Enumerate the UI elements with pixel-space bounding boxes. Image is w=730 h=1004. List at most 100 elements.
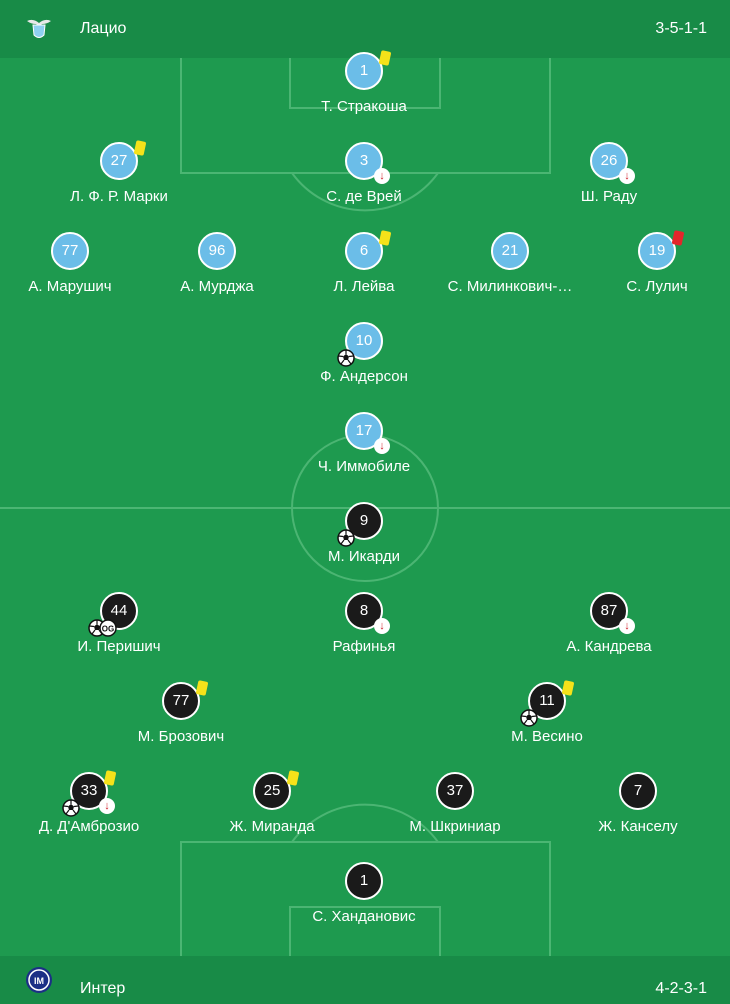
player-number[interactable]: 77 [51,232,89,270]
svg-text:OG: OG [102,625,114,634]
away-team-name: Интер [80,980,126,997]
player-name: Т. Стракоша [321,98,407,115]
player-number-text: 8 [359,602,369,619]
player-name: А. Мурджа [180,278,254,295]
player-number-text: 6 [359,242,369,259]
player-away-1[interactable]: 1 С. Хандановиc [289,862,439,925]
soccer-ball-icon [337,526,355,547]
inter-logo-icon: IM [26,967,52,993]
player-away-37[interactable]: 37 М. Шкриниар [380,772,530,835]
substitution-arrow-icon: ↓ [374,438,390,454]
yellow-card-icon [378,50,392,66]
player-name: С. Хандановиc [312,908,416,925]
home-formation: 3-5-1-1 [655,20,707,37]
player-away-25[interactable]: 25 Ж. Миранда [197,770,347,835]
player-name: С. де Врей [326,188,402,205]
player-number[interactable]: 25 [253,770,300,810]
player-number[interactable]: 1 [345,50,392,90]
player-away-9[interactable]: 9 М. Икарди [289,502,439,565]
home-team-name: Лацио [80,20,127,37]
player-name: А. Марушич [28,278,112,295]
player-number[interactable]: 9 [337,502,383,547]
substitution-arrow-icon: ↓ [619,618,635,634]
player-name: Рафинья [332,638,396,655]
player-number[interactable]: 11 [520,680,575,727]
player-home-96[interactable]: 96 А. Мурджа [142,232,292,295]
player-number-text: 21 [501,242,519,259]
player-away-8[interactable]: 8↓ Рафинья [289,592,439,655]
player-number-text: 1 [359,62,369,79]
player-home-27[interactable]: 27 Л. Ф. Р. Марки [44,140,194,205]
player-number-text: 96 [208,242,226,259]
substitution-arrow-icon: ↓ [99,798,115,814]
player-number-text: 17 [355,422,373,439]
player-home-3[interactable]: 3↓ С. де Врей [289,142,439,205]
player-number[interactable]: 96 [198,232,236,270]
player-name: М. Икарди [328,548,400,565]
yellow-card-icon [286,770,300,786]
player-number[interactable]: 21 [491,232,529,270]
player-away-11[interactable]: 11 М. Весино [472,680,622,745]
yellow-card-icon [195,680,209,696]
player-number[interactable]: 3↓ [345,142,390,184]
player-number-text: 25 [263,782,281,799]
player-number-text: 9 [359,512,369,529]
away-team-header: IM Интер 4-2-3-1 [0,956,730,1004]
player-number[interactable]: 17↓ [345,412,390,454]
player-home-10[interactable]: 10 Ф. Андерсон [289,322,439,385]
player-number-text: 33 [80,782,98,799]
player-number[interactable]: 6 [345,230,392,270]
player-name: Ф. Андерсон [320,368,408,385]
player-number-text: 10 [355,332,373,349]
player-number-text: 87 [600,602,618,619]
player-name: Л. Лейва [333,278,395,295]
player-home-1[interactable]: 1 Т. Стракоша [289,50,439,115]
player-name: М. Шкриниар [409,818,501,835]
player-number[interactable]: 77 [162,680,209,720]
player-name: Л. Ф. Р. Марки [70,188,168,205]
player-number-text: 27 [110,152,128,169]
player-number[interactable]: 7 [619,772,657,810]
svg-text:IM: IM [34,976,44,986]
player-number[interactable]: 87↓ [590,592,635,634]
player-number[interactable]: 19 [638,230,685,270]
soccer-ball-icon [62,796,80,817]
player-number-text: 1 [359,872,369,889]
player-number-text: 26 [600,152,618,169]
player-away-33[interactable]: 33↓Д. Д'Амброзио [14,770,164,835]
substitution-arrow-icon: ↓ [374,168,390,184]
player-home-77[interactable]: 77 А. Марушич [0,232,145,295]
player-number[interactable]: 8↓ [345,592,390,634]
player-number[interactable]: 37 [436,772,474,810]
lazio-eagle-icon [27,19,51,38]
player-away-87[interactable]: 87↓А. Кандрева [534,592,684,655]
player-home-17[interactable]: 17↓ Ч. Иммобиле [289,412,439,475]
player-number[interactable]: 33↓ [62,770,117,817]
player-name: Д. Д'Амброзио [38,818,140,835]
player-home-26[interactable]: 26↓Ш. Раду [534,142,684,205]
player-number-text: 19 [648,242,666,259]
player-number[interactable]: 10 [337,322,383,367]
player-home-6[interactable]: 6 Л. Лейва [289,230,439,295]
player-number[interactable]: 26↓ [590,142,635,184]
player-name: М. Весино [511,728,583,745]
player-number-text: 77 [172,692,190,709]
player-number[interactable]: 27 [100,140,147,180]
player-away-77[interactable]: 77 М. Брозович [106,680,256,745]
home-team-header: Лацио 3-5-1-1 [0,0,730,58]
red-card-icon [671,230,685,246]
player-number-text: 77 [61,242,79,259]
player-number-text: 11 [539,692,555,709]
player-name: Ч. Иммобиле [317,458,411,475]
yellow-card-icon [103,770,117,786]
player-name: Ж. Миранда [229,818,315,835]
player-number[interactable]: 1 [345,862,383,900]
player-number-text: 37 [446,782,464,799]
yellow-card-icon [561,680,575,696]
player-name: М. Брозович [137,728,225,745]
